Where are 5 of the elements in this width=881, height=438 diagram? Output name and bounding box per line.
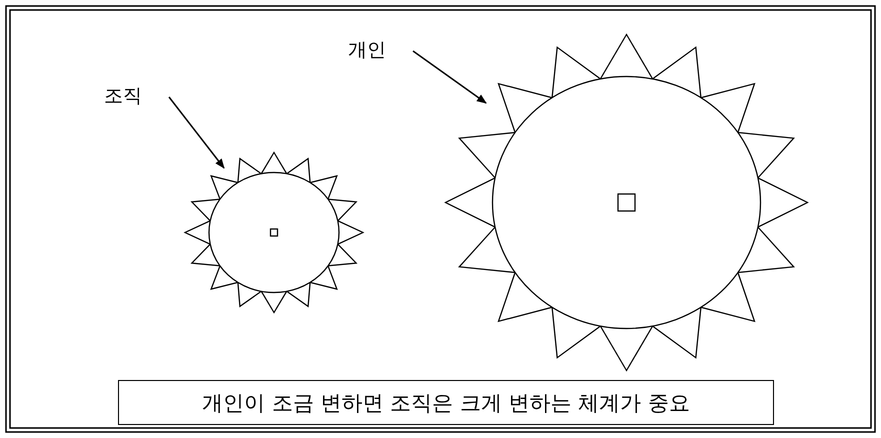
arrow <box>168 96 225 169</box>
callout-label: 개인 <box>348 38 386 63</box>
callout-label: 조직 <box>104 84 142 109</box>
caption-box: 개인이 조금 변하면 조직은 크게 변하는 체계가 중요 <box>118 380 774 425</box>
arrow <box>412 50 487 104</box>
